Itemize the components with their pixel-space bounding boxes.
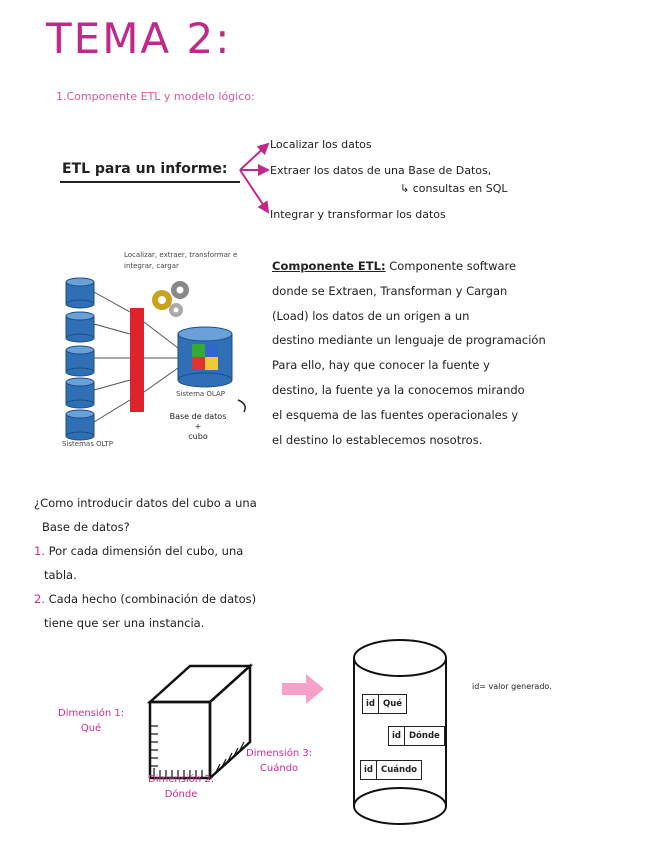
etl-label: ETL para un informe: xyxy=(62,161,228,177)
dimension-2-label: Dimensión 2:Dónde xyxy=(148,774,215,800)
question-line-1: ¿Como introducir datos del cubo a una xyxy=(34,496,257,510)
question-line-2: Base de datos? xyxy=(42,520,130,534)
figure-caption: Localizar, extraer, transformar e integr… xyxy=(124,251,238,270)
etl-step-2: Extraer los datos de una Base de Datos, xyxy=(270,164,492,177)
etl-step-1: Localizar los datos xyxy=(270,138,372,151)
right-arrow-icon xyxy=(282,674,324,704)
answer-item-2: 2. Cada hecho (combinación de datos) xyxy=(34,592,257,606)
oltp-databases xyxy=(65,277,95,441)
section-subtitle: 1.Componente ETL y modelo lógico: xyxy=(56,90,255,103)
answer-item-1: 1. Por cada dimensión del cubo, una xyxy=(34,544,244,558)
cube-drawing xyxy=(146,663,254,781)
etl-branch-arrows xyxy=(239,142,270,214)
etl-underline xyxy=(60,181,240,183)
component-etl-paragraph: Componente ETL: Componente software dond… xyxy=(272,259,546,447)
answer-item-2-cont: tiene que ser una instancia. xyxy=(44,616,205,630)
db-cube-note: Base de datos + cubo xyxy=(169,412,227,441)
component-etl-heading: Componente ETL: xyxy=(272,259,386,273)
oltp-label: Sistemas OLTP xyxy=(62,440,114,448)
etl-step-2-sub: ↳ consultas en SQL xyxy=(400,182,508,195)
answer-item-1-cont: tabla. xyxy=(44,568,77,582)
etl-figure xyxy=(65,277,246,441)
etl-step-3: Integrar y transformar los datos xyxy=(270,208,446,221)
dimension-1-label: Dimensión 1:Qué xyxy=(58,708,125,734)
etl-red-bar xyxy=(130,308,144,412)
page-title: TEMA 2: xyxy=(46,14,232,63)
id-note: id= valor generado. xyxy=(472,682,552,691)
olap-database xyxy=(177,326,233,388)
gears-icon xyxy=(152,281,189,317)
olap-label: Sistema OLAP xyxy=(176,390,225,398)
database-cylinder xyxy=(353,639,447,825)
dimension-3-label: Dimensión 3:Cuándo xyxy=(246,748,313,774)
